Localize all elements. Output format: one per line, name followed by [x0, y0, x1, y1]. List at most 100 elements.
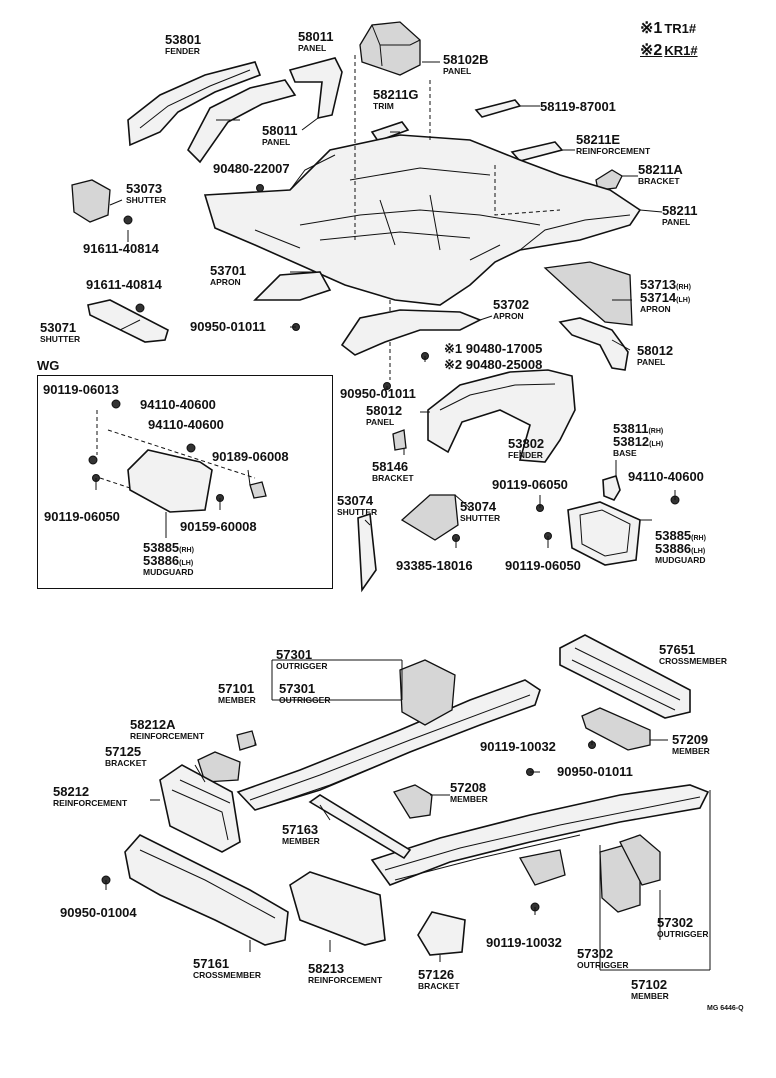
crossmember-57651: [559, 634, 691, 719]
frame-member-57102: [370, 784, 710, 886]
label-90119-10032-a: 90119-10032: [480, 739, 556, 754]
shutter-53074-b: [400, 494, 459, 541]
label-90950-b: 90950-01011: [340, 386, 416, 401]
panel-58011-upper: [288, 57, 343, 120]
label-90480-17005: ※1 90480-17005: [444, 341, 543, 356]
wg-box: [37, 375, 333, 589]
label-90950-a: 90950-01011: [190, 319, 266, 334]
mudguard-53885-inner: [579, 509, 631, 557]
panel-58011-lower: [187, 79, 297, 164]
wg-mudguard: [127, 449, 213, 513]
panel-58012-right: [558, 317, 629, 371]
wg-label-90159: 90159-60008: [180, 519, 257, 534]
shutter-53073: [71, 179, 111, 223]
bolt-91611-b: [135, 303, 145, 313]
bracket-58146: [392, 429, 407, 451]
panel-58102b-top: [371, 24, 421, 67]
drawing-code: MG 6446-Q: [707, 1005, 744, 1012]
wg-dashed: [96, 410, 256, 489]
fender-53802: [427, 369, 576, 463]
label-90480-22007: 90480-22007: [213, 161, 290, 176]
label-53713: 53713(RH)53714(LH)APRON: [640, 277, 691, 314]
wg-box-title: WG: [37, 358, 60, 373]
member-57209: [581, 707, 651, 751]
label-90950-01004: 90950-01004: [60, 905, 137, 920]
floor-dashed: [354, 55, 561, 380]
wg-bolt-90119-06013: [88, 455, 98, 465]
label-93385: 93385-18016: [396, 558, 473, 573]
floor-wheelhouse: [289, 154, 631, 251]
apron-53701: [253, 271, 332, 301]
reinforcement-58211e: [510, 141, 564, 162]
fender-53802-line: [439, 383, 556, 411]
wg-label-94110-b: 94110-40600: [148, 417, 224, 432]
panel-58102b: [359, 21, 421, 76]
floor-ribs: [254, 167, 541, 261]
reinforcement-58212-ribs: [171, 779, 231, 841]
outrigger-57302-b: [619, 834, 661, 886]
label-53885: 53885(RH)53886(LH)MUDGUARD: [655, 528, 706, 565]
frame-member-57101-ribs: [249, 694, 531, 809]
shutter-53071: [87, 299, 169, 343]
crossmember-57651-ribs: [571, 647, 681, 711]
frame-member-57102-ribs: [384, 796, 701, 881]
bracket-57126: [417, 911, 466, 956]
member-57163: [308, 794, 412, 860]
wg-nut-94110-a: [111, 399, 121, 409]
part-58119: [474, 99, 522, 118]
clip-90480: [256, 184, 264, 192]
label-53811: 53811(RH)53812(LH)BASE: [613, 421, 664, 458]
crossmember-57161: [124, 834, 289, 946]
wg-label-53885: 53885(RH)53886(LH)MUDGUARD: [143, 540, 194, 577]
label-90480-25008: ※2 90480-25008: [444, 357, 543, 372]
wg-label-90119-06050: 90119-06050: [44, 509, 120, 524]
member-57208: [393, 784, 433, 819]
crossmember-57161-ribs: [139, 849, 276, 919]
label-90119-10032-b: 90119-10032: [486, 935, 562, 950]
base-53811: [602, 474, 621, 501]
label-90119-06050-c: 90119-06050: [505, 558, 581, 573]
wg-label-90189: 90189-06008: [212, 449, 289, 464]
label-90119-06050-b: 90119-06050: [492, 477, 568, 492]
label-91611-a: 91611-40814: [83, 241, 159, 256]
bracket-under: [518, 849, 566, 886]
bracket-57302: [599, 790, 711, 971]
outrigger-57301: [399, 659, 456, 726]
label-90950-c: 90950-01011: [557, 764, 633, 779]
shutter-53074-a: [357, 512, 377, 593]
wg-nut-94110-b: [186, 443, 196, 453]
bracket-57301: [271, 659, 403, 701]
reinforcement-58212a: [236, 730, 257, 751]
